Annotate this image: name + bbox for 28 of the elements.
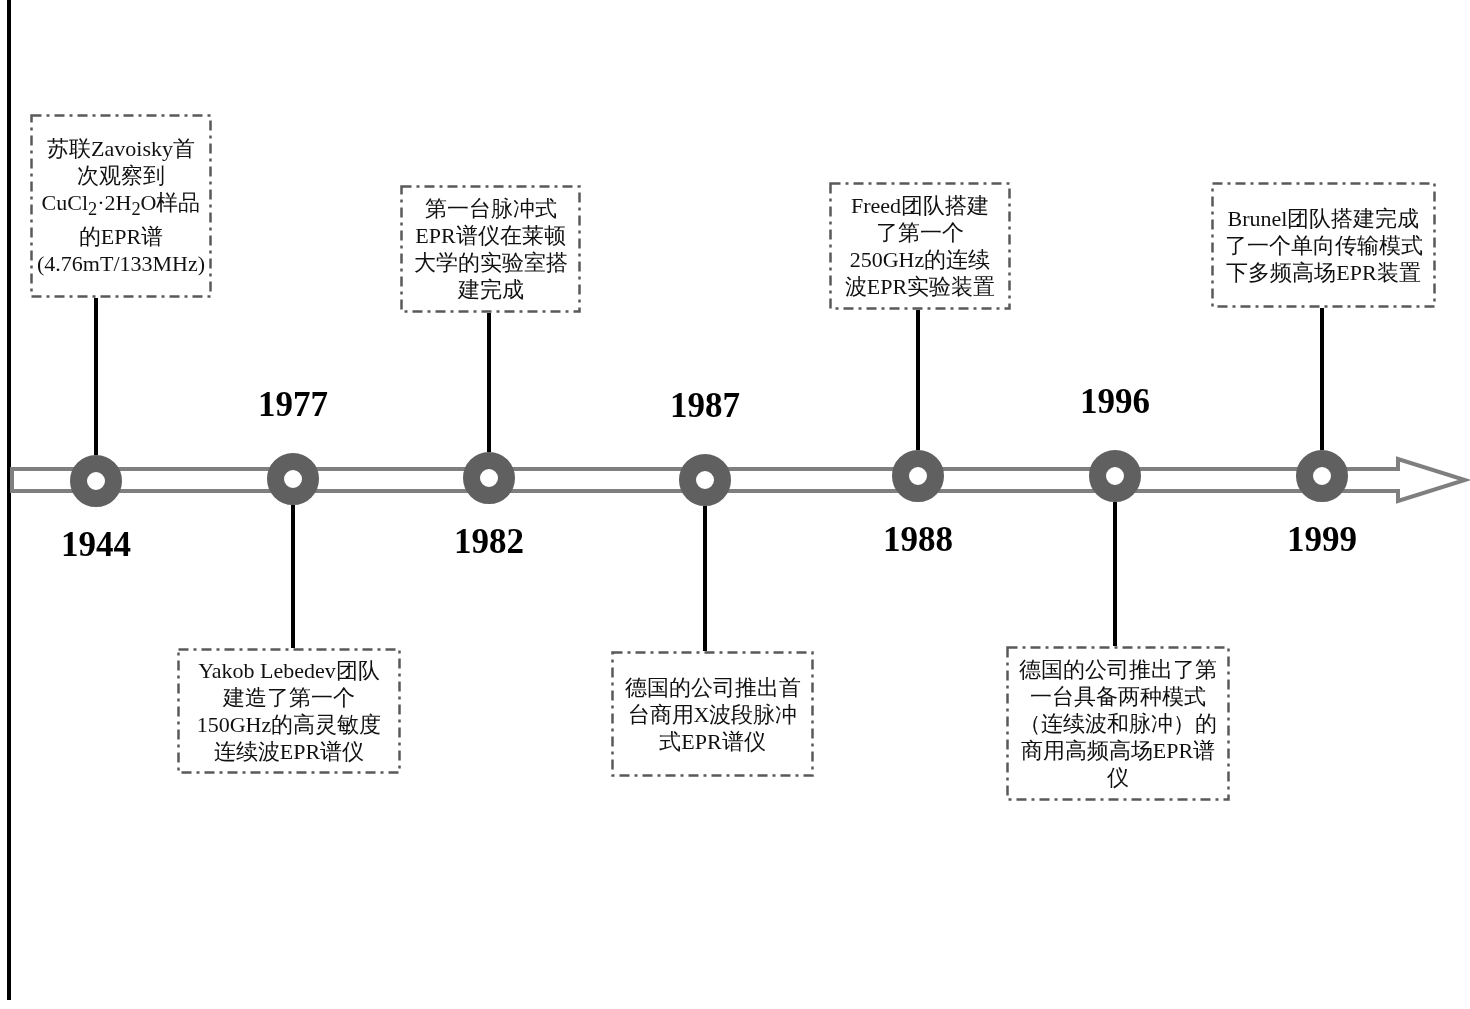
leader-line [1113,502,1117,646]
leader-line [487,313,491,452]
text-box: 苏联Zavoisky首次观察到CuCl$_{2}$·2H$_{2}$O样品的EPR谱(4.76mT/133MHz) [30,114,212,298]
year-label: 1977 [257,385,329,425]
year-label: 1987 [669,386,741,426]
year-label: 1988 [882,520,954,560]
timeline-marker [1089,450,1141,502]
timeline-marker [679,454,731,506]
text-box: Yakob Lebedev团队建造了第一个150GHz的高灵敏度连续波EPR谱仪 [177,648,401,774]
year-label: 1982 [453,522,525,562]
text-box: 第一台脉冲式EPR谱仪在莱顿大学的实验室搭建完成 [400,185,581,313]
leader-line [291,505,295,648]
text-box: Brunel团队搭建完成了一个单向传输模式下多频高场EPR装置 [1211,182,1436,308]
text-box: 德国的公司推出了第一台具备两种模式（连续波和脉冲）的商用高频高场EPR谱仪 [1006,646,1230,801]
leader-line [916,310,920,450]
leader-line [1320,308,1324,450]
year-label: 1944 [60,525,132,565]
timeline-marker [267,453,319,505]
year-label: 1996 [1079,382,1151,422]
timeline-marker [463,452,515,504]
timeline-marker [892,450,944,502]
leader-line [703,506,707,651]
leader-line [94,298,98,455]
text-box: Freed团队搭建了第一个250GHz的连续波EPR实验装置 [829,182,1011,310]
timeline-marker [70,455,122,507]
timeline-marker [1296,450,1348,502]
year-label: 1999 [1286,520,1358,560]
text-box: 德国的公司推出首台商用X波段脉冲式EPR谱仪 [611,651,814,777]
